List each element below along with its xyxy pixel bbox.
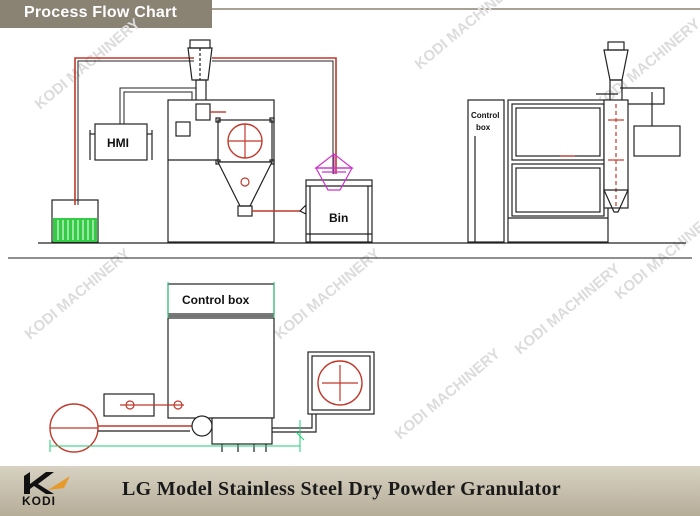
liquid-pipe-inner bbox=[77, 60, 194, 205]
control-box-side-label-1: Control bbox=[471, 111, 499, 120]
brand-name: KODI bbox=[22, 494, 56, 508]
return-pipe-inner bbox=[212, 60, 334, 174]
liquid-hatch bbox=[57, 220, 94, 240]
watermark-text: KODI MACHINERY bbox=[22, 245, 134, 343]
pump-plan bbox=[191, 415, 213, 437]
watermark-text: KODI MACHINERY bbox=[32, 15, 144, 113]
feeder-cone bbox=[187, 47, 213, 81]
feeder-tube bbox=[195, 79, 207, 103]
control-box-side bbox=[467, 99, 505, 243]
kodi-logo bbox=[24, 472, 70, 494]
watermark-text: KODI MACHINERY bbox=[612, 205, 700, 303]
page-title: Process Flow Chart bbox=[24, 4, 177, 21]
logo-mark bbox=[24, 472, 54, 494]
return-pipe bbox=[212, 57, 337, 174]
side-view bbox=[467, 41, 681, 243]
control-box-plan-label: Control box bbox=[182, 293, 250, 307]
front-view bbox=[38, 39, 686, 244]
machine-body-side bbox=[507, 99, 609, 243]
bin-hopper bbox=[314, 153, 354, 191]
control-box-side-label-2: box bbox=[476, 123, 491, 132]
feeder-cap-side bbox=[607, 41, 625, 51]
watermark-text: KODI MACHINERY bbox=[592, 15, 700, 113]
plan-view bbox=[49, 283, 375, 453]
dimension-lines bbox=[49, 282, 305, 452]
hmi-label: HMI bbox=[107, 136, 129, 150]
footer-bar bbox=[0, 466, 700, 516]
liquid-fill bbox=[53, 218, 97, 242]
logo-accent bbox=[48, 476, 70, 490]
motor-box bbox=[175, 121, 191, 137]
watermark-text: KODI MACHINERY bbox=[412, 0, 524, 73]
diagram-canvas: KODI MACHINERY KODI MACHINERY KODI MACHI… bbox=[8, 0, 700, 453]
hmi-conduit-inner bbox=[123, 91, 193, 126]
watermark-text: KODI MACHINERY bbox=[392, 345, 504, 443]
feeder-cap bbox=[189, 39, 211, 49]
liquid-pipe bbox=[74, 57, 194, 205]
base-plan bbox=[211, 417, 273, 445]
footer-title: LG Model Stainless Steel Dry Powder Gran… bbox=[122, 478, 561, 500]
watermark-text: KODI MACHINERY bbox=[512, 260, 624, 358]
watermark-text: KODI MACHINERY bbox=[272, 245, 384, 343]
hmi-box-side bbox=[633, 125, 681, 157]
cabinet-plan bbox=[167, 317, 275, 419]
hmi-box bbox=[94, 123, 148, 161]
title-tab: Process Flow Chart bbox=[0, 0, 212, 28]
bin-label: Bin bbox=[329, 211, 348, 225]
